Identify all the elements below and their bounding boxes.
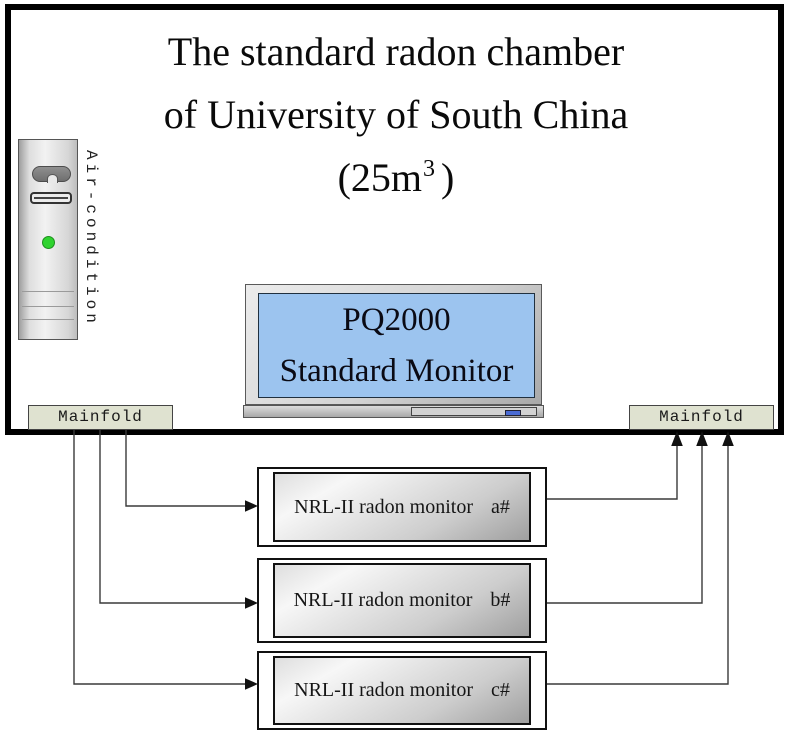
radon-monitor-a-id: a# bbox=[490, 495, 510, 518]
radon-monitor-b-id: b# bbox=[490, 589, 511, 611]
tower-groove bbox=[22, 291, 74, 292]
monitor-base-slot bbox=[411, 407, 537, 416]
manifold-right: Mainfold bbox=[629, 405, 774, 430]
tower-groove bbox=[22, 306, 74, 307]
chamber-title-line2: of University of South China bbox=[163, 92, 629, 137]
pq2000-monitor-base bbox=[243, 405, 544, 418]
pq2000-role-text: Standard Monitor bbox=[279, 353, 514, 389]
arrow-right-icon bbox=[245, 597, 258, 609]
radon-monitor-c-label: NRL-II radon monitor bbox=[294, 679, 473, 701]
chamber-title-line1: The standard radon chamber bbox=[167, 29, 625, 74]
radon-monitor-a: NRL-II radon monitor a# bbox=[257, 467, 547, 547]
pq2000-screen: PQ2000 Standard Monitor bbox=[258, 293, 535, 398]
radon-monitor-b-panel: NRL-II radon monitor b# bbox=[273, 563, 531, 638]
air-vent-icon bbox=[32, 166, 71, 183]
manifold-left: Mainfold bbox=[28, 405, 173, 430]
radon-monitor-a-label: NRL-II radon monitor bbox=[294, 495, 473, 518]
power-led-indicator bbox=[42, 236, 55, 249]
chamber-volume: (25m3) bbox=[0, 146, 792, 216]
chamber-title: The standard radon chamber of University… bbox=[0, 20, 792, 216]
arrow-up-icon bbox=[722, 431, 734, 446]
tower-groove bbox=[22, 319, 74, 320]
arrow-right-icon bbox=[245, 500, 258, 512]
radon-monitor-c-panel: NRL-II radon monitor c# bbox=[273, 656, 531, 725]
air-slot-icon bbox=[30, 192, 72, 204]
radon-monitor-b-label: NRL-II radon monitor bbox=[293, 589, 473, 611]
volume-open: (25m bbox=[337, 155, 423, 200]
wire-left-a bbox=[125, 430, 246, 507]
wire-right-b bbox=[547, 445, 703, 604]
wire-right-c bbox=[547, 445, 729, 685]
wire-left-c bbox=[73, 430, 246, 685]
radon-monitor-c-id: c# bbox=[490, 679, 510, 701]
wire-right-a bbox=[547, 445, 678, 500]
pq2000-monitor: PQ2000 Standard Monitor bbox=[245, 284, 542, 405]
pq2000-model-text: PQ2000 bbox=[342, 302, 451, 338]
radon-monitor-c: NRL-II radon monitor c# bbox=[257, 651, 547, 730]
air-condition-label: Air-condition bbox=[82, 150, 100, 327]
air-condition-unit bbox=[18, 139, 78, 340]
radon-monitor-b: NRL-II radon monitor b# bbox=[257, 558, 547, 643]
radon-monitor-a-panel: NRL-II radon monitor a# bbox=[273, 472, 531, 542]
arrow-up-icon bbox=[696, 431, 708, 446]
volume-close: ) bbox=[441, 155, 455, 200]
arrow-right-icon bbox=[245, 678, 258, 690]
volume-superscript: 3 bbox=[423, 156, 436, 182]
monitor-power-button bbox=[505, 410, 521, 416]
arrow-up-icon bbox=[671, 431, 683, 446]
wire-left-b bbox=[99, 430, 246, 604]
